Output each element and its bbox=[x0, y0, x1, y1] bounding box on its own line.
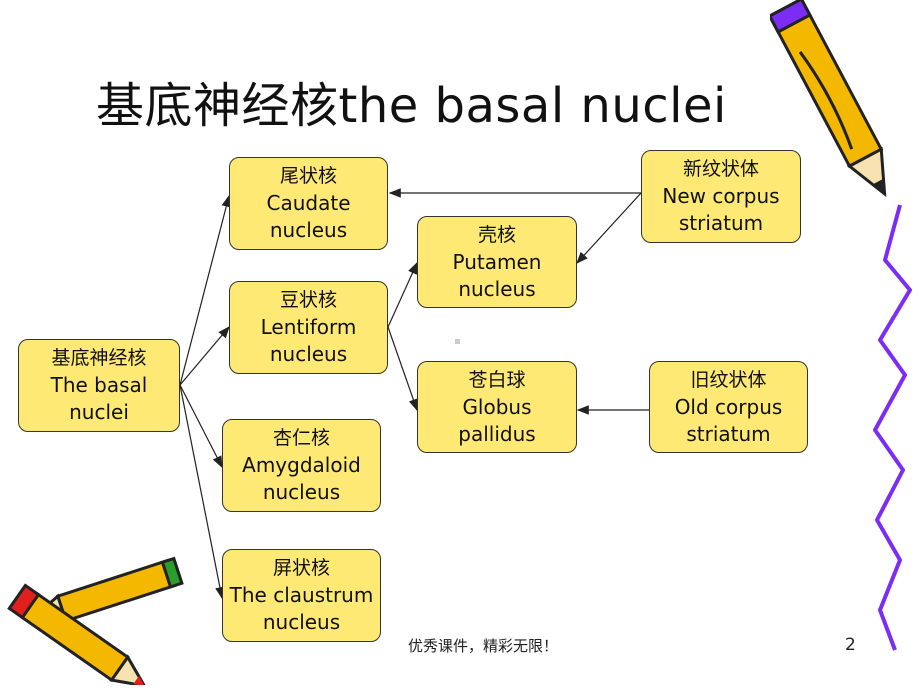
box-zh-label: 杏仁核 bbox=[272, 427, 330, 449]
arrow-basal-to-lentiform bbox=[179, 326, 230, 386]
box-zh-label: 苍白球 bbox=[468, 368, 526, 391]
stray-dot bbox=[455, 339, 460, 344]
box-zh-label: 旧纹状体 bbox=[690, 368, 767, 391]
box-old-corpus-striatum: 旧纹状体 Old corpus striatum bbox=[649, 361, 808, 453]
scribble-decoration-icon bbox=[873, 204, 912, 651]
footer-text: 优秀课件，精彩无限！ bbox=[408, 637, 559, 655]
box-claustrum: 屏状核 The claustrum nucleus bbox=[222, 549, 381, 642]
box-en-label: New corpus striatum bbox=[662, 184, 780, 235]
page-number: 2 bbox=[845, 635, 856, 655]
arrow-lentiform-to-globus bbox=[387, 326, 418, 412]
pencils-icon bbox=[7, 556, 184, 685]
box-en-label: Putamen nucleus bbox=[452, 249, 542, 301]
arrow-basal-to-caudate bbox=[179, 194, 231, 386]
box-amygdaloid: 杏仁核 Amygdaloid nucleus bbox=[222, 419, 381, 512]
box-en-label: The basal nuclei bbox=[50, 373, 148, 424]
box-zh-label: 壳核 bbox=[477, 223, 516, 246]
slide-title: 基底神经核the basal nuclei bbox=[96, 78, 727, 134]
box-en-label: Globus pallidus bbox=[458, 394, 536, 446]
box-putamen: 壳核 Putamen nucleus bbox=[417, 216, 577, 308]
box-caudate: 尾状核 Caudate nucleus bbox=[229, 157, 388, 250]
arrow-lentiform-to-putamen bbox=[387, 261, 418, 328]
box-en-label: Old corpus striatum bbox=[674, 394, 783, 446]
pencil-icon bbox=[770, 0, 887, 198]
arrow-new-to-putamen bbox=[576, 192, 642, 264]
box-en-label: Amygdaloid nucleus bbox=[242, 453, 361, 504]
box-new-corpus-striatum: 新纹状体 New corpus striatum bbox=[641, 150, 801, 243]
box-lentiform: 豆状核 Lentiform nucleus bbox=[229, 281, 388, 374]
box-en-label: The claustrum nucleus bbox=[229, 583, 374, 634]
box-zh-label: 豆状核 bbox=[279, 289, 337, 311]
box-zh-label: 屏状核 bbox=[272, 557, 330, 579]
box-zh-label: 基底神经核 bbox=[51, 347, 147, 369]
box-zh-label: 尾状核 bbox=[279, 165, 337, 187]
arrow-basal-to-claustrum bbox=[179, 384, 225, 600]
box-en-label: Lentiform nucleus bbox=[260, 315, 357, 366]
box-en-label: Caudate nucleus bbox=[266, 191, 351, 242]
arrow-basal-to-amygdaloid bbox=[179, 384, 223, 469]
box-globus-pallidus: 苍白球 Globus pallidus bbox=[417, 361, 577, 453]
box-zh-label: 新纹状体 bbox=[682, 158, 759, 180]
box-basal-nuclei: 基底神经核 The basal nuclei bbox=[18, 339, 180, 432]
